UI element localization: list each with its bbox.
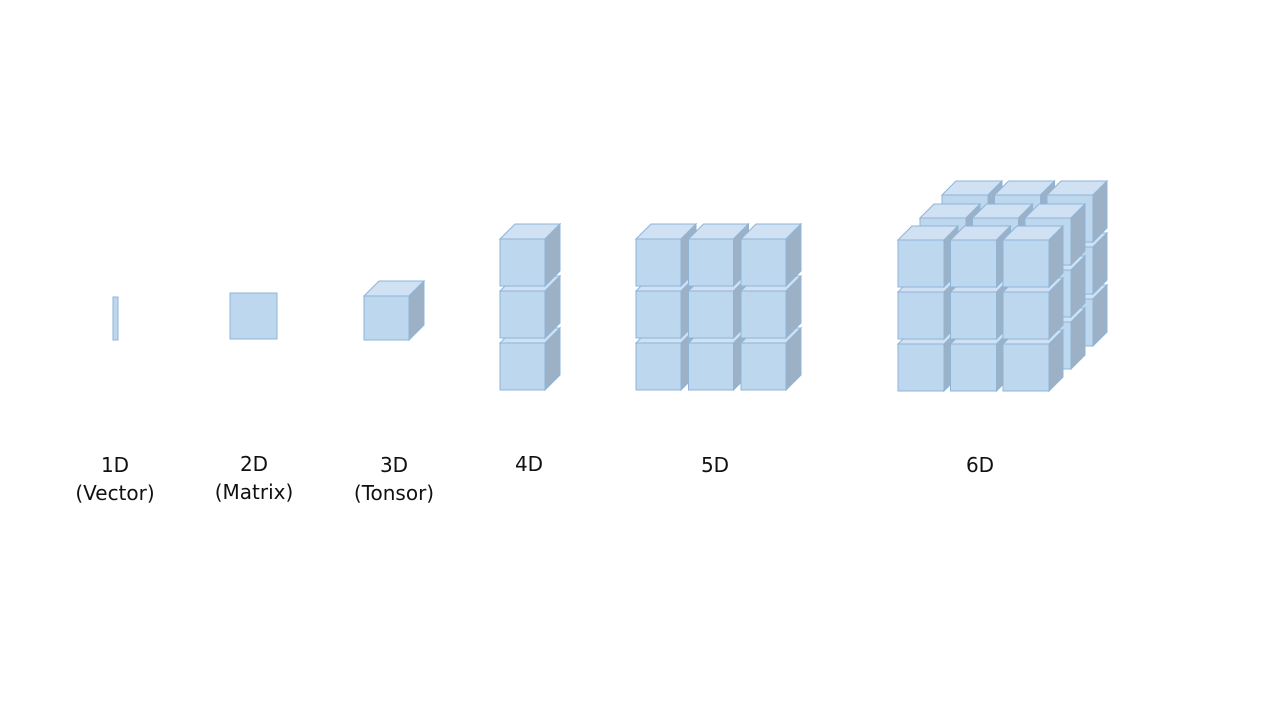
cube-side-face xyxy=(1048,276,1064,341)
label-2d-subtitle: (Matrix) xyxy=(214,480,294,504)
label-5d-title: 5D xyxy=(700,453,730,477)
tensor-3d-cube xyxy=(362,279,426,342)
cube-front-face xyxy=(1002,343,1050,392)
tensor-4d-stack xyxy=(498,222,562,392)
cube-front-face xyxy=(897,239,945,288)
cube-side-face xyxy=(1070,254,1086,319)
cube-front-face xyxy=(363,295,410,341)
cube-front-face xyxy=(688,238,734,287)
cube-side-face xyxy=(1048,328,1064,393)
tensor-5d-grid xyxy=(634,222,803,392)
label-1d: 1D (Vector) xyxy=(25,451,205,507)
cube-side-face xyxy=(1048,224,1064,289)
cube-side-face xyxy=(1070,202,1086,267)
cube xyxy=(739,222,803,288)
cube-front-face xyxy=(950,291,997,340)
label-3d-title: 3D xyxy=(379,453,409,477)
cube-front-face xyxy=(740,290,787,339)
cube-side-face xyxy=(408,279,425,342)
cube xyxy=(1001,276,1065,341)
cube-front-face xyxy=(950,343,997,392)
cube-front-face xyxy=(1002,239,1050,288)
label-1d-subtitle: (Vector) xyxy=(75,481,155,505)
cube-front-face xyxy=(740,238,787,287)
label-4d-title: 4D xyxy=(514,452,544,476)
tensor-6d-block xyxy=(896,179,1109,393)
cube-front-face xyxy=(635,342,682,391)
cube-front-face xyxy=(499,290,546,339)
label-3d: 3D (Tonsor) xyxy=(304,451,484,507)
cube-front-face xyxy=(499,238,546,287)
cube-front-face xyxy=(740,342,787,391)
cube-side-face xyxy=(544,326,561,392)
cube-side-face xyxy=(785,274,802,340)
label-3d-subtitle: (Tonsor) xyxy=(353,481,435,505)
cube-front-face xyxy=(950,239,997,288)
cube xyxy=(1001,224,1065,289)
cube-front-face xyxy=(1002,291,1050,340)
vector-bar xyxy=(112,296,119,341)
cube-side-face xyxy=(1092,231,1108,296)
cube-front-face xyxy=(688,290,734,339)
cube xyxy=(949,224,1012,289)
cube-front-face xyxy=(499,342,546,391)
cube-front-face xyxy=(635,238,682,287)
label-6d-title: 6D xyxy=(965,453,995,477)
cube xyxy=(896,224,960,289)
label-5d: 5D xyxy=(625,451,805,479)
cube-side-face xyxy=(544,222,561,288)
cube-side-face xyxy=(544,274,561,340)
vector-1d-shape xyxy=(112,296,119,341)
label-1d-title: 1D xyxy=(100,453,130,477)
cube-side-face xyxy=(1092,283,1108,348)
cube xyxy=(362,279,426,342)
label-2d-title: 2D xyxy=(239,452,269,476)
cube-side-face xyxy=(785,222,802,288)
cube-side-face xyxy=(1092,179,1108,244)
label-4d: 4D xyxy=(439,450,619,478)
cube xyxy=(634,222,698,288)
cube-side-face xyxy=(1070,306,1086,371)
matrix-2d-shape xyxy=(229,292,278,340)
label-6d: 6D xyxy=(890,451,1070,479)
label-2d: 2D (Matrix) xyxy=(164,450,344,506)
cube-front-face xyxy=(897,343,945,392)
cube-front-face xyxy=(688,342,734,391)
matrix-square xyxy=(229,292,278,340)
cube xyxy=(498,222,562,288)
cube-side-face xyxy=(785,326,802,392)
cube-front-face xyxy=(897,291,945,340)
cube xyxy=(687,222,750,288)
cube-front-face xyxy=(635,290,682,339)
